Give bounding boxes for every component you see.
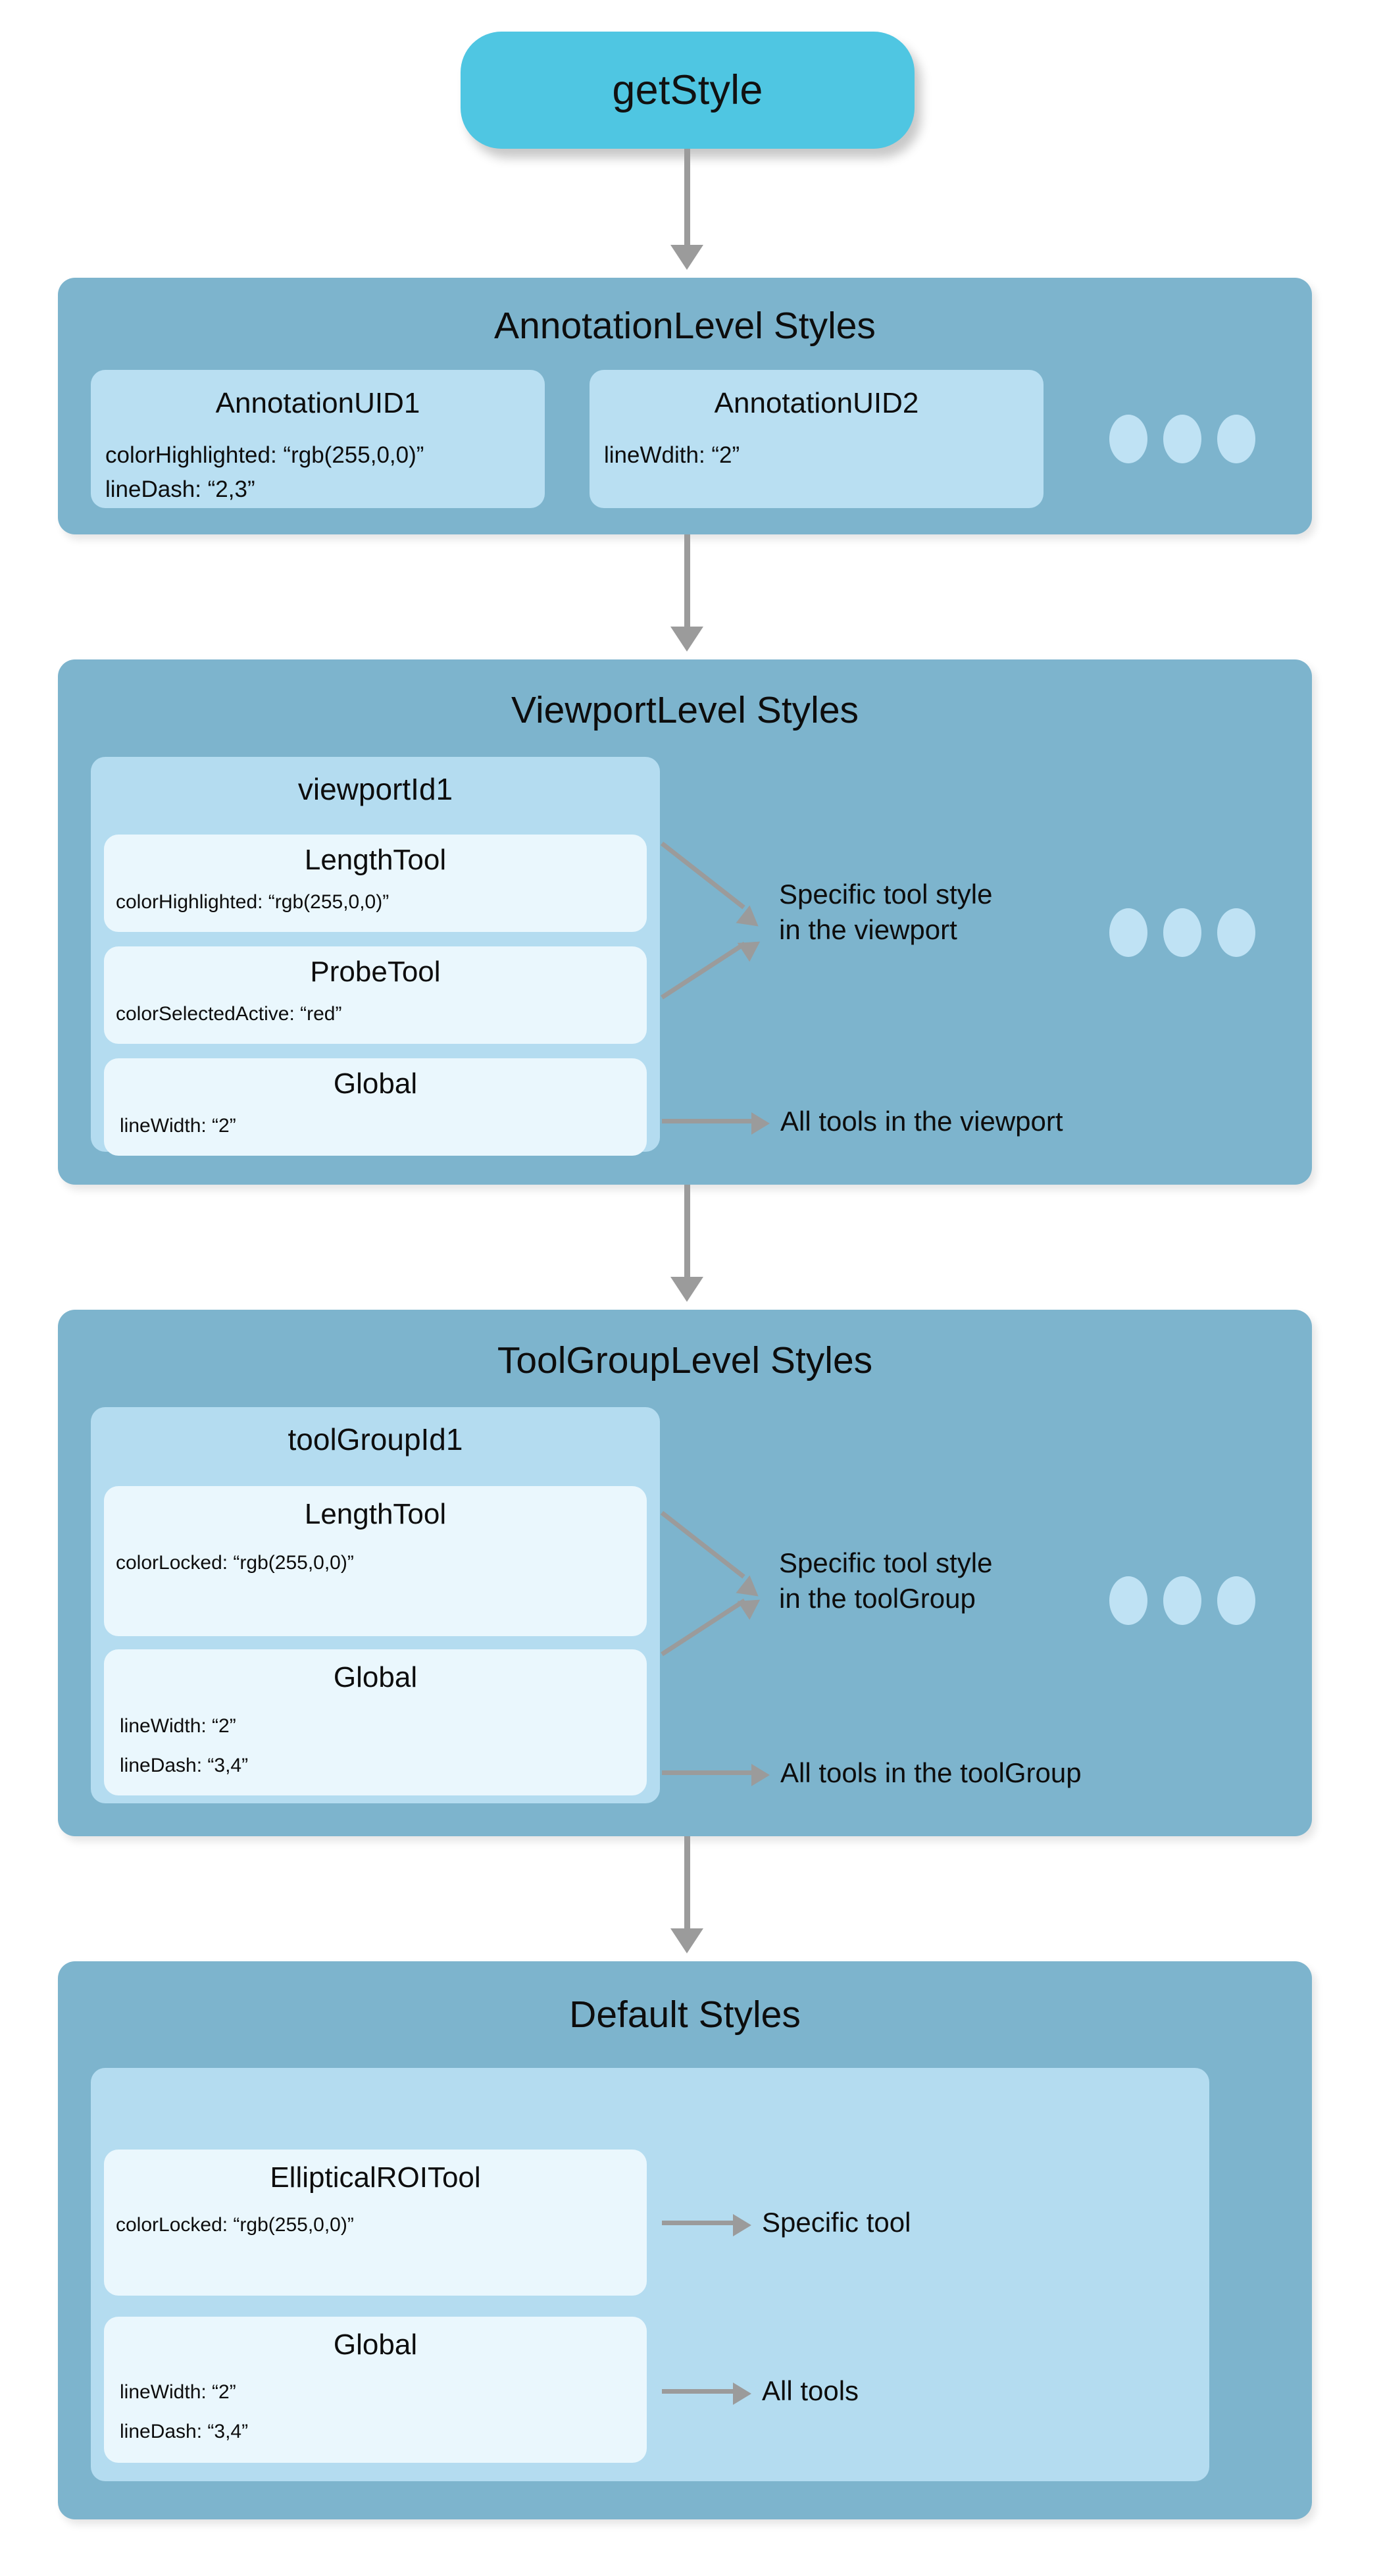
ellipsis-dot-icon	[1217, 415, 1255, 463]
ellipsis-dot-icon	[1163, 415, 1201, 463]
section-toolgroup-level[interactable]: ToolGroupLevel Styles toolGroupId1 Lengt…	[58, 1310, 1312, 1836]
toolgroup-global-prop-0: lineWidth: “2”	[120, 1715, 236, 1737]
viewport-global-arrowhead	[751, 1112, 770, 1135]
ellipsis-dot-icon	[1109, 908, 1147, 957]
toolgroup-all-tools-arrow-line	[662, 1770, 753, 1775]
default-elliptical-roi-tool-card[interactable]: EllipticalROITool colorLocked: “rgb(255,…	[104, 2150, 647, 2296]
toolgroup-id1-title: toolGroupId1	[288, 1422, 463, 1456]
annotation-uid1-title: AnnotationUID1	[215, 387, 420, 419]
default-all-tools-arrowhead	[733, 2383, 751, 2405]
section-title-toolgroup-level: ToolGroupLevel Styles	[497, 1339, 873, 1381]
viewport-probe-tool-card[interactable]: ProbeTool colorSelectedActive: “red”	[104, 946, 647, 1044]
default-specific-tool-arrow-line	[662, 2221, 734, 2225]
default-group[interactable]: EllipticalROITool colorLocked: “rgb(255,…	[91, 2068, 1209, 2481]
ellipsis-dot-icon	[1109, 1576, 1147, 1625]
default-elliptical-roi-tool-title: EllipticalROITool	[270, 2161, 481, 2194]
ellipsis-dot-icon	[1217, 1576, 1255, 1625]
ellipsis-dot-icon	[1163, 1576, 1201, 1625]
viewport-global-prop-0: lineWidth: “2”	[120, 1115, 236, 1137]
default-global-card[interactable]: Global lineWidth: “2” lineDash: “3,4”	[104, 2317, 647, 2463]
toolgroup-all-tools-arrowhead	[751, 1764, 770, 1786]
toolgroup-length-tool-prop-0: colorLocked: “rgb(255,0,0)”	[116, 1552, 354, 1574]
connector-arrowhead-1	[670, 245, 703, 270]
annotation-level-more-dots	[1109, 415, 1255, 463]
toolgroup-length-tool-title: LengthTool	[304, 1498, 447, 1530]
annotation-uid2-card[interactable]: AnnotationUID2 lineWdith: “2”	[590, 370, 1044, 508]
viewport-probetool-arrowhead	[737, 932, 767, 962]
viewport-length-tool-prop-0: colorHighlighted: “rgb(255,0,0)”	[116, 891, 390, 913]
viewport-lengthtool-arrow-line	[660, 841, 745, 910]
connector-line-2	[684, 534, 690, 633]
toolgroup-specific-tool-note: Specific tool style in the toolGroup	[779, 1547, 993, 1614]
get-style-label: getStyle	[612, 67, 763, 113]
viewport-id1-group[interactable]: viewportId1 LengthTool colorHighlighted:…	[91, 757, 660, 1156]
section-viewport-level[interactable]: ViewportLevel Styles viewportId1 LengthT…	[58, 659, 1312, 1185]
ellipsis-dot-icon	[1163, 908, 1201, 957]
section-annotation-level[interactable]: AnnotationLevel Styles AnnotationUID1 co…	[58, 278, 1312, 534]
viewport-probe-tool-title: ProbeTool	[310, 956, 441, 988]
viewport-length-tool-card[interactable]: LengthTool colorHighlighted: “rgb(255,0,…	[104, 835, 647, 932]
toolgroup-length-tool-card[interactable]: LengthTool colorLocked: “rgb(255,0,0)”	[104, 1486, 647, 1636]
default-global-prop-0: lineWidth: “2”	[120, 2381, 236, 2403]
section-default-level[interactable]: Default Styles EllipticalROITool colorLo…	[58, 1961, 1312, 2519]
default-specific-tool-note: Specific tool	[762, 2207, 911, 2238]
connector-arrowhead-4	[670, 1928, 703, 1953]
ellipsis-dot-icon	[1109, 415, 1147, 463]
connector-line-4	[684, 1836, 690, 1935]
default-all-tools-arrow-line	[662, 2389, 734, 2394]
toolgroup-level-more-dots	[1109, 1576, 1255, 1625]
toolgroup-global-specific-arrow-line	[661, 1598, 746, 1657]
viewport-all-tools-note: All tools in the viewport	[780, 1106, 1063, 1137]
annotation-uid1-prop-1: lineDash: “2,3”	[105, 477, 255, 502]
viewport-level-more-dots	[1109, 908, 1255, 957]
viewport-probe-tool-prop-0: colorSelectedActive: “red”	[116, 1003, 342, 1025]
toolgroup-all-tools-note: All tools in the toolGroup	[780, 1757, 1082, 1788]
viewport-lengthtool-arrowhead	[736, 905, 766, 935]
viewport-global-arrow-line	[662, 1119, 753, 1123]
default-global-prop-1: lineDash: “3,4”	[120, 2421, 249, 2442]
section-title-annotation-level: AnnotationLevel Styles	[494, 305, 876, 347]
connector-line-3	[684, 1185, 690, 1283]
viewport-global-title: Global	[333, 1068, 418, 1100]
default-all-tools-note: All tools	[762, 2375, 859, 2406]
viewport-specific-tool-note: Specific tool style in the viewport	[779, 879, 993, 945]
toolgroup-global-card[interactable]: Global lineWidth: “2” lineDash: “3,4”	[104, 1649, 647, 1795]
viewport-probetool-arrow-line	[661, 941, 746, 1000]
default-specific-tool-arrowhead	[733, 2214, 751, 2236]
toolgroup-global-prop-1: lineDash: “3,4”	[120, 1755, 249, 1776]
annotation-uid2-prop-0: lineWdith: “2”	[604, 442, 740, 468]
viewport-global-card[interactable]: Global lineWidth: “2”	[104, 1058, 647, 1156]
default-elliptical-roi-tool-prop-0: colorLocked: “rgb(255,0,0)”	[116, 2214, 354, 2236]
section-title-default-level: Default Styles	[569, 1994, 801, 2036]
default-global-title: Global	[333, 2329, 418, 2361]
annotation-uid2-title: AnnotationUID2	[714, 387, 919, 419]
connector-arrowhead-3	[670, 1277, 703, 1302]
annotation-uid1-prop-0: colorHighlighted: “rgb(255,0,0)”	[105, 442, 424, 468]
get-style-node[interactable]: getStyle	[461, 32, 915, 149]
annotation-uid1-card[interactable]: AnnotationUID1 colorHighlighted: “rgb(25…	[91, 370, 545, 508]
viewport-length-tool-title: LengthTool	[304, 844, 447, 876]
viewport-id1-title: viewportId1	[297, 772, 453, 806]
connector-line-1	[684, 149, 690, 250]
toolgroup-lengthtool-arrow-line	[660, 1510, 745, 1579]
toolgroup-id1-group[interactable]: toolGroupId1 LengthTool colorLocked: “rg…	[91, 1407, 660, 1803]
connector-arrowhead-2	[670, 627, 703, 652]
ellipsis-dot-icon	[1217, 908, 1255, 957]
toolgroup-global-title: Global	[333, 1661, 418, 1693]
section-title-viewport-level: ViewportLevel Styles	[511, 689, 859, 731]
